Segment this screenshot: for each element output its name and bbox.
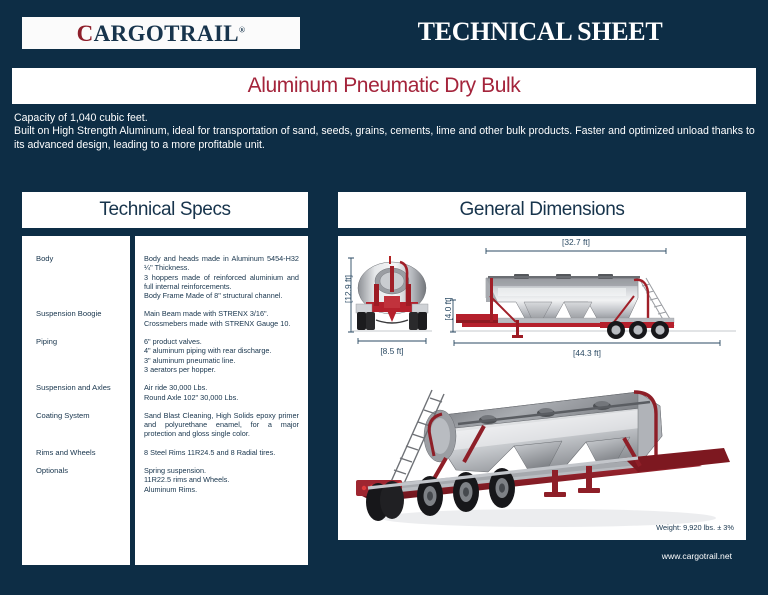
spec-value-line: Aluminum Rims. [144,484,198,494]
spec-label: Coating System [36,410,90,420]
ladder [389,389,445,489]
spec-value: 6" product valves.4" aluminum piping wit… [144,337,299,374]
product-description: Capacity of 1,040 cubic feet. Built on H… [14,112,758,152]
dimensions-drawing-area: [12.9 ft] [8.5 ft] [4.0 ft] [32.7 ft] [4… [338,236,746,540]
spec-value: Body and heads made in Aluminum 5454-H32… [144,254,299,300]
spec-value-line: 6" product valves. [144,337,202,347]
spec-label: Rims and Wheels [36,447,96,457]
spec-value-line: 3 hoppers made of reinforced aluminium a… [144,272,299,291]
brand-logo: CARGOTRAIL® [22,17,300,49]
spec-label: Body [36,254,54,263]
capacity-text: Capacity of 1,040 cubic feet. [14,112,148,124]
spec-value-line: Main Beam made with STRENX 3/16". [144,309,269,319]
general-dimensions-panel: General Dimensions [328,184,756,575]
brand-logo-text: CARGOTRAIL® [77,22,246,45]
spec-value: Main Beam made with STRENX 3/16".Crossme… [144,309,299,328]
spec-label: Piping [36,337,58,347]
spec-value-line: Body Frame Made of 8" structural channel… [144,291,283,301]
footer-bar: www.cargotrail.net [338,544,746,568]
registered-trademark-icon: ® [239,24,246,34]
trailer-3d-render [356,389,730,527]
spec-value: Sand Blast Cleaning, High Solids epoxy p… [144,411,299,439]
spec-value-line: 3" aluminum pneumatic line. [144,355,236,365]
spec-value-line: Crossmebers made with STRENX Gauge 10. [144,318,291,328]
spec-value-line: 3 aerators per hopper. [144,364,216,374]
spec-value-line: Air ride 30,000 Lbs. [144,383,208,393]
dimension-drawings [348,248,736,346]
logo-initial-letter: C [76,20,94,46]
spec-value-line: Round Axle 102" 30,000 Lbs. [144,392,239,402]
dimension-label-overall-width: [8.5 ft] [380,346,404,356]
spec-value-line: 11R22.5 rims and Wheels. [144,475,230,485]
side-view-dimension-lines [450,248,721,346]
spec-value-column: Body and heads made in Aluminum 5454-H32… [135,236,308,565]
side-view-drawing [456,274,675,339]
dimension-label-body-length: [32.7 ft] [562,237,590,247]
wheels [366,468,515,521]
spec-value: Spring suspension.11R22.5 rims and Wheel… [144,466,299,494]
description-text: Built on High Strength Aluminum, ideal f… [14,125,755,151]
product-title-bar: Aluminum Pneumatic Dry Bulk [12,68,756,104]
general-dimensions-heading: General Dimensions [338,192,746,228]
front-view-drawing [355,256,429,330]
spec-value-line: 8 Steel Rims 11R24.5 and 8 Radial tires. [144,447,276,457]
spec-value-line: Spring suspension. [144,466,207,476]
technical-specs-heading-text: Technical Specs [99,199,231,220]
weight-label: Weight: 9,920 lbs. ± 3% [656,523,734,532]
spec-label: Optionals [36,466,69,476]
spec-label: Suspension and Axles [36,383,111,393]
spec-value-line: Body and heads made in Aluminum 5454-H32… [144,254,299,273]
dimension-label-overall-height: [12.9 ft] [343,275,353,303]
spec-value-line: 4" aluminum piping with rear discharge. [144,346,272,356]
general-dimensions-heading-text: General Dimensions [459,199,625,220]
dimension-label-deck-height: [4.0 ft] [443,297,453,321]
spec-value-line: Sand Blast Cleaning, High Solids epoxy p… [144,410,299,439]
technical-specs-heading: Technical Specs [22,192,308,228]
spec-value: Air ride 30,000 Lbs.Round Axle 102" 30,0… [144,383,299,402]
website-url[interactable]: www.cargotrail.net [661,551,732,561]
page-header: CARGOTRAIL® TECHNICAL SHEET [0,0,768,62]
front-view-dimension-lines [348,257,427,344]
dimension-label-overall-length: [44.3 ft] [573,348,601,358]
spec-value: 8 Steel Rims 11R24.5 and 8 Radial tires. [144,448,299,457]
logo-wordmark: ARGOTRAIL [93,20,240,46]
spec-label: Suspension Boogie [36,309,102,319]
document-title: TECHNICAL SHEET [417,17,663,46]
spec-column-divider [130,236,135,565]
product-title: Aluminum Pneumatic Dry Bulk [247,74,521,97]
